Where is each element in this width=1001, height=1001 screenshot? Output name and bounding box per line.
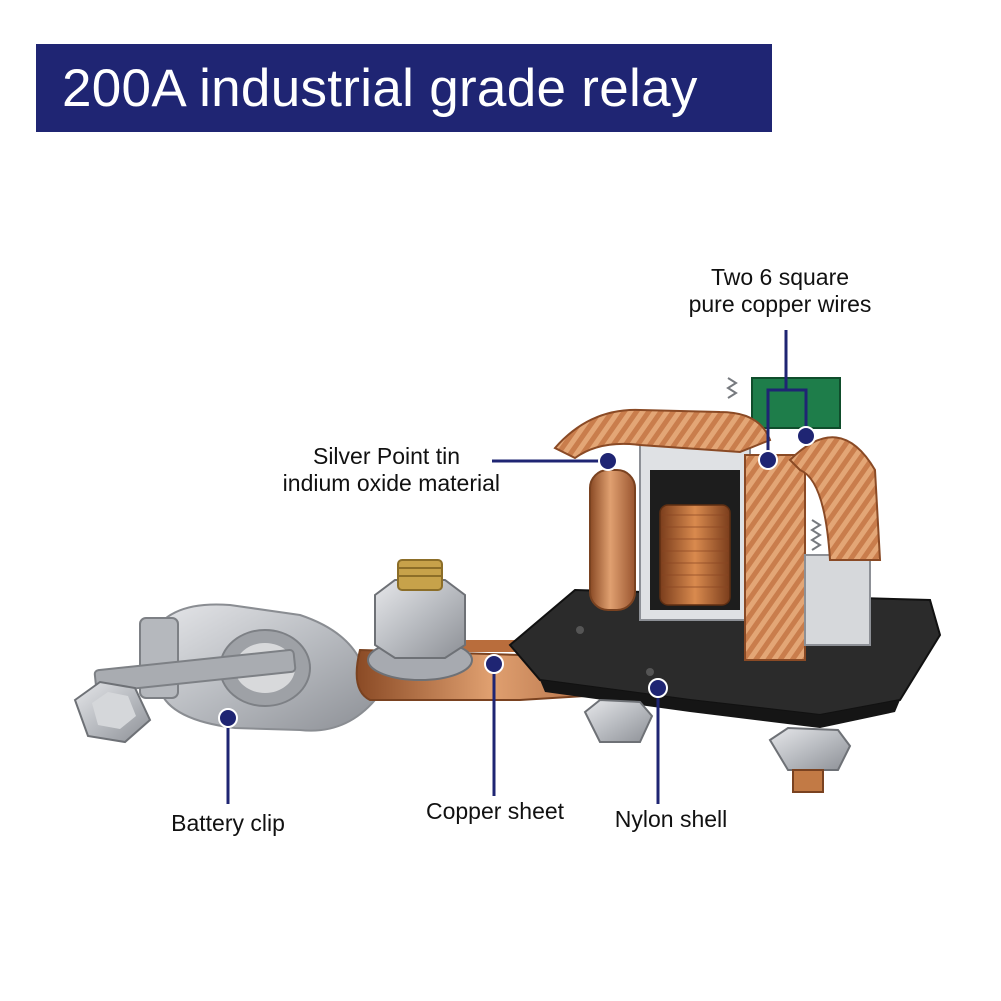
callout-battery-clip: Battery clip bbox=[148, 810, 308, 837]
leader-copper-wires-a bbox=[766, 330, 788, 460]
leader-lines bbox=[226, 330, 808, 804]
callout-battery-clip-label: Battery clip bbox=[171, 810, 285, 836]
callout-copper-sheet: Copper sheet bbox=[410, 798, 580, 825]
leader-dots bbox=[218, 426, 816, 728]
callout-silver-point-line2: indium oxide material bbox=[282, 470, 500, 496]
callout-copper-wires-line1: Two 6 square bbox=[710, 264, 850, 290]
dot-copper-wires-a bbox=[758, 450, 778, 470]
dot-silver-point bbox=[598, 451, 618, 471]
callout-nylon-shell: Nylon shell bbox=[596, 806, 746, 833]
callout-copper-sheet-label: Copper sheet bbox=[425, 798, 565, 824]
page-title: 200A industrial grade relay bbox=[62, 58, 698, 118]
callout-copper-wires: Two 6 square pure copper wires bbox=[660, 264, 900, 318]
dot-copper-wires-b bbox=[796, 426, 816, 446]
leader-copper-wires-b bbox=[786, 388, 808, 436]
callout-nylon-shell-label: Nylon shell bbox=[614, 806, 728, 832]
relay-frame-shape bbox=[553, 377, 882, 661]
battery-clip-shape bbox=[73, 603, 377, 744]
callout-copper-wires-line2: pure copper wires bbox=[688, 291, 872, 317]
dot-nylon-shell bbox=[648, 678, 668, 698]
title-banner: 200A industrial grade relay bbox=[36, 44, 772, 132]
terminal-bolt-shape bbox=[367, 559, 473, 681]
callout-silver-point-line1: Silver Point tin bbox=[312, 443, 460, 469]
callout-silver-point: Silver Point tin indium oxide material bbox=[250, 443, 500, 497]
dot-battery-clip bbox=[218, 708, 238, 728]
dot-copper-sheet bbox=[484, 654, 504, 674]
